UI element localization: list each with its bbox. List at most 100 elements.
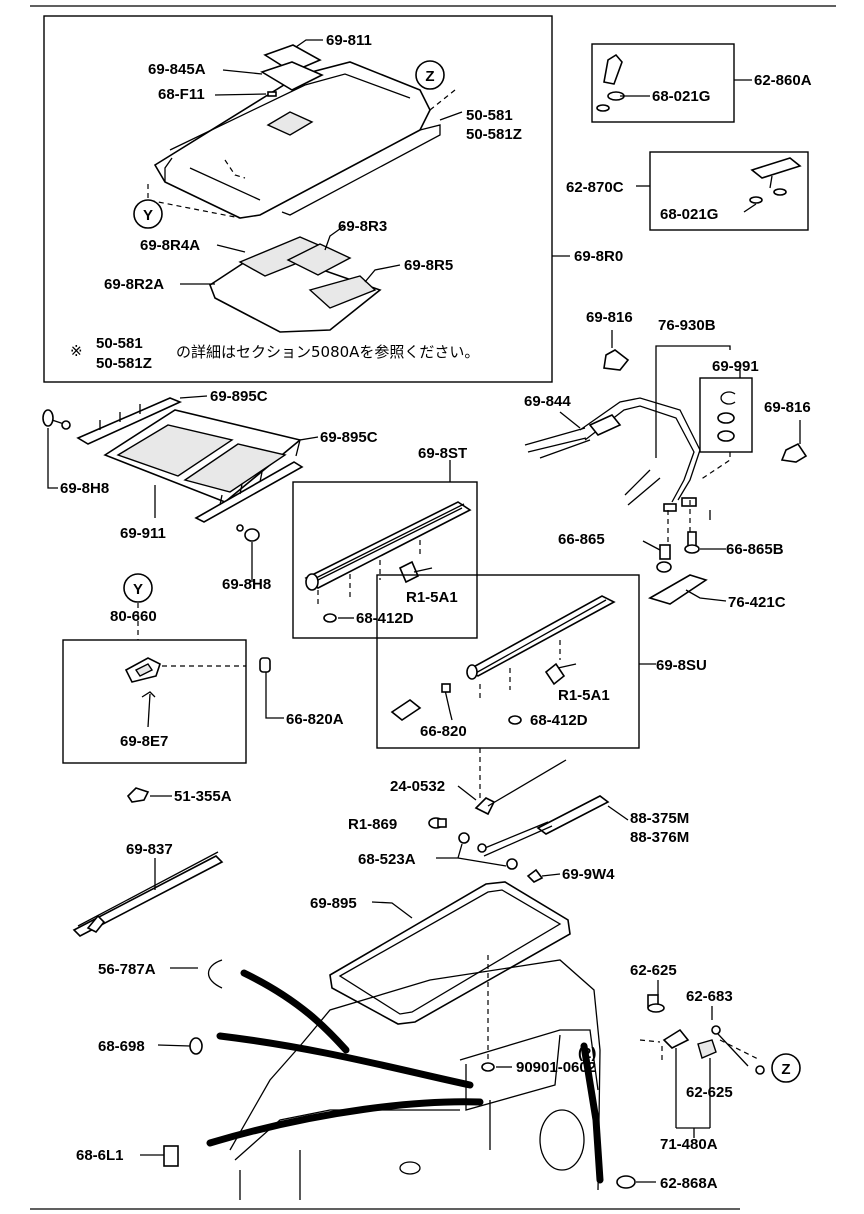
callout-69-911: 69-911 — [120, 525, 166, 542]
callout-80-660: 80-660 — [110, 608, 157, 625]
clip-69-816-a — [603, 349, 630, 371]
callout-69-811: 69-811 — [326, 32, 372, 49]
callout-68-698: 68-698 — [98, 1038, 145, 1055]
nut-62-868A — [616, 1175, 656, 1189]
callout-24-0532: 24-0532 — [390, 778, 445, 795]
motor-24-0532 — [457, 759, 567, 816]
callout-69-8H8-b: 69-8H8 — [222, 576, 271, 593]
callout-R1-5A1-a: R1-5A1 — [406, 589, 458, 606]
callout-R1-869: R1-869 — [348, 816, 397, 833]
callout-50-581Z: 50-581Z — [466, 126, 522, 143]
callout-76-930B: 76-930B — [658, 317, 716, 334]
hinge-71-480A — [639, 1028, 717, 1138]
callout-68-523A: 68-523A — [358, 851, 416, 868]
callout-62-625-a: 62-625 — [630, 962, 677, 979]
bolt-66-865B — [684, 531, 726, 554]
marker-z-top: Z — [415, 60, 445, 90]
clip-69-9W4 — [526, 868, 544, 883]
callout-66-820A: 66-820A — [286, 711, 344, 728]
callout-66-820: 66-820 — [420, 723, 467, 740]
bracket-62-860A — [596, 53, 650, 112]
weatherstrip-lower — [206, 1098, 484, 1147]
z-ref-line-top — [429, 89, 456, 111]
clip-68-F11 — [267, 91, 277, 97]
note-symbol: ※ — [70, 342, 83, 360]
callout-62-870C: 62-870C — [566, 179, 624, 196]
leader-lines-headliner — [180, 39, 570, 285]
svg-text:Z: Z — [781, 1061, 790, 1078]
rail-69-895C-bottom — [194, 461, 304, 523]
headliner-group-box — [43, 15, 553, 383]
marker-y-mid: Y — [123, 573, 153, 603]
bracket-76-421C — [647, 574, 727, 605]
note-text: の詳細はセクション5080Aを参照ください。 — [176, 343, 479, 361]
callout-69-8R4A: 69-8R4A — [140, 237, 200, 254]
callout-90901-0602: 90901-0602 — [516, 1059, 596, 1076]
callout-69-8R0: 69-8R0 — [574, 248, 623, 265]
headliner-insulation — [209, 236, 382, 333]
group-box-69-8ST — [292, 481, 478, 639]
cable-88-375M — [479, 795, 629, 857]
callout-68-021G-a: 68-021G — [652, 88, 710, 105]
weatherstrip-middle — [216, 1032, 474, 1089]
bolt-62-625-a — [647, 980, 665, 1013]
bolt-66-865 — [642, 540, 672, 573]
callout-56-787A: 56-787A — [98, 961, 156, 978]
callout-68-6L1: 68-6L1 — [76, 1147, 124, 1164]
weatherstrip-upper — [240, 969, 350, 1054]
callout-69-991: 69-991 — [712, 358, 759, 375]
callout-50-581: 50-581 — [466, 107, 513, 124]
grommet-69-991 — [717, 391, 736, 442]
strut-62-683 — [711, 1006, 765, 1075]
group-box-62-870C — [649, 151, 809, 231]
callout-69-845A: 69-845A — [148, 61, 206, 78]
guide-rail-69-8ST — [304, 501, 472, 623]
screw-69-8H8-b — [236, 524, 260, 542]
callout-69-8E7: 69-8E7 — [120, 733, 168, 750]
group-box-80-660 — [62, 639, 247, 764]
clip-68-6L1 — [163, 1145, 179, 1167]
callout-69-895C-b: 69-895C — [320, 429, 378, 446]
plug-68-698 — [189, 1037, 203, 1055]
callout-68-412D-b: 68-412D — [530, 712, 588, 729]
rail-69-837 — [72, 851, 224, 937]
callout-66-865B: 66-865B — [726, 541, 784, 558]
rail-69-895C-top — [76, 397, 183, 445]
callout-68-F11: 68-F11 — [158, 86, 205, 103]
callout-R1-5A1-b: R1-5A1 — [558, 687, 610, 704]
callout-68-021G-b: 68-021G — [660, 206, 718, 223]
callout-69-837: 69-837 — [126, 841, 173, 858]
callout-69-8H8-a: 69-8H8 — [60, 480, 109, 497]
callout-62-860A: 62-860A — [754, 72, 812, 89]
svg-text:Y: Y — [143, 207, 153, 224]
callout-69-895: 69-895 — [310, 895, 357, 912]
weatherstrip-pillar — [580, 1042, 604, 1184]
callout-69-844: 69-844 — [524, 393, 571, 410]
callout-labels: 69-811 69-845A 68-F11 50-581 50-581Z 69-… — [60, 32, 812, 1192]
callout-qty-2: (2) — [578, 1045, 596, 1062]
callout-69-816-a: 69-816 — [586, 309, 633, 326]
callout-69-8ST: 69-8ST — [418, 445, 467, 462]
roof-panel — [153, 61, 441, 219]
drain-hose-76-930B — [524, 397, 701, 512]
seal-69-845A — [260, 61, 324, 91]
callout-71-480A: 71-480A — [660, 1136, 718, 1153]
callout-76-421C: 76-421C — [728, 594, 786, 611]
bolt-R1-869 — [428, 817, 447, 829]
callout-69-8SU: 69-8SU — [656, 657, 707, 674]
reference-note: ※ 50-581 50-581Z の詳細はセクション5080Aを参照ください。 — [70, 335, 479, 372]
note-ref-1: 50-581 — [96, 335, 143, 352]
pin-66-820A — [259, 657, 284, 719]
svg-text:Y: Y — [133, 581, 143, 598]
callout-62-683: 62-683 — [686, 988, 733, 1005]
callout-68-412D-a: 68-412D — [356, 610, 414, 627]
clip-51-355A — [126, 787, 150, 803]
screw-69-8H8-a — [42, 409, 71, 430]
leader-lines-sunshade — [47, 395, 319, 582]
svg-text:Z: Z — [425, 68, 434, 85]
group-box-62-860A — [591, 43, 735, 123]
callout-62-625-b: 62-625 — [686, 1084, 733, 1101]
callout-66-865: 66-865 — [558, 531, 605, 548]
